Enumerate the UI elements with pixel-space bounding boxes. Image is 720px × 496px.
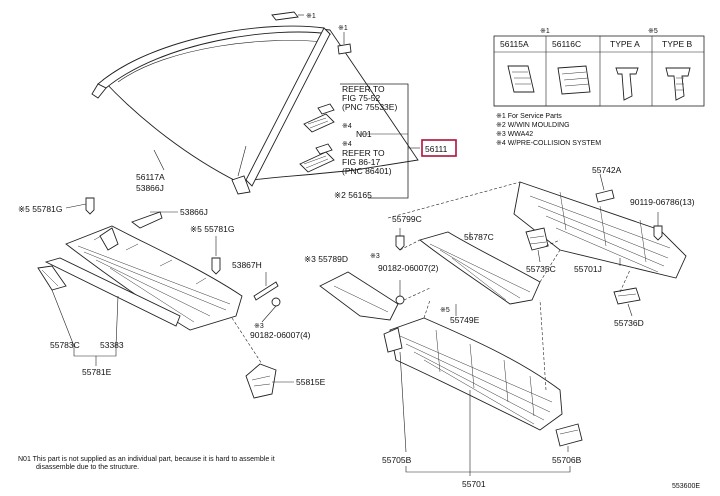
clip-part-top — [271, 11, 352, 55]
cowl-clip-right — [211, 236, 221, 275]
cowl-grommet-center — [395, 280, 405, 305]
cowl-bracket-lower — [245, 363, 294, 399]
note-1: ※1 For Service Parts — [496, 113, 562, 120]
label-55736D[interactable]: 55736D — [614, 318, 644, 328]
windshield-moulding — [91, 25, 332, 195]
callout-c1: ※1 — [306, 13, 316, 20]
callout-c3a: ※3 55789D — [304, 254, 348, 264]
footnote-line1: N01 This part is not supplied as an indi… — [18, 456, 275, 463]
dash-bracket-left — [525, 227, 549, 251]
label-55815E[interactable]: 55815E — [296, 377, 326, 387]
callout-c2: ※2 56165 — [334, 190, 372, 200]
label-55781E[interactable]: 55781E — [82, 367, 112, 377]
callout-c4a: ※4 — [342, 123, 352, 130]
label-56117A[interactable]: 56117A — [136, 172, 165, 182]
dash-panel-main — [383, 317, 563, 431]
callout-c5b: ※5 55781G — [190, 224, 234, 234]
part-56111-highlight — [421, 139, 457, 157]
label-55701[interactable]: 55701 — [462, 479, 486, 489]
dash-panel-small-part — [595, 189, 615, 203]
label-56111[interactable]: 56111 — [425, 144, 448, 154]
ref2-line3: (PNC 86401) — [342, 166, 392, 176]
label-90119[interactable]: 90119-06786(13) — [630, 197, 695, 207]
callout-c5a: ※5 55781G — [18, 204, 62, 214]
label-N01: N01 — [356, 129, 372, 139]
sensor-bracket-upper — [303, 103, 335, 133]
dash-corner-bracket — [555, 423, 583, 447]
footnote-line2: disassemble due to the structure. — [36, 464, 139, 471]
callout-c3b: ※3 — [254, 323, 264, 330]
label-55701J[interactable]: 55701J — [574, 264, 602, 274]
cowl-seal-strip — [37, 257, 181, 327]
label-53866J[interactable]: 53866J — [180, 207, 208, 217]
cowl-grommet — [261, 297, 281, 323]
label-55749E[interactable]: 55749E — [450, 315, 480, 325]
label-55799C[interactable]: 55799C — [392, 214, 422, 224]
label-55742A[interactable]: 55742A — [592, 165, 622, 175]
label-53867H[interactable]: 53867H — [232, 260, 262, 270]
callout-c3c: ※3 — [370, 253, 380, 260]
cowl-side-bracket — [319, 271, 399, 321]
cowl-small-strip — [253, 272, 279, 301]
inset-col-type-a: TYPE A — [610, 39, 640, 49]
cowl-top-ventilator-louver — [419, 231, 541, 305]
label-53866J-top[interactable]: 53866J — [136, 183, 164, 193]
service-parts-inset — [493, 35, 705, 107]
ref1-line1: REFER TO — [342, 84, 385, 94]
label-90182-b[interactable]: 90182-06007(2) — [378, 263, 439, 273]
note-2: ※2 W/WIN MOULDING — [496, 122, 570, 129]
label-90182-a[interactable]: 90182-06007(4) — [250, 330, 311, 340]
ref2-line1: REFER TO — [342, 148, 385, 158]
callout-c5c: ※5 — [440, 307, 450, 314]
label-55706B[interactable]: 55706B — [552, 455, 582, 465]
inset-c1-header: ※1 — [540, 28, 550, 35]
label-53383[interactable]: 53383 — [100, 340, 124, 350]
inset-col-56116C[interactable]: 56116C — [552, 39, 581, 49]
label-55787C[interactable]: 55787C — [464, 232, 494, 242]
inset-c5-header: ※5 — [648, 28, 658, 35]
label-55705B[interactable]: 55705B — [382, 455, 412, 465]
ref1-line2: FIG 75-52 — [342, 93, 381, 103]
dash-bracket-right — [613, 287, 641, 305]
inset-col-type-b: TYPE B — [662, 39, 693, 49]
inset-col-56115A[interactable]: 56115A — [500, 39, 529, 49]
label-55783C[interactable]: 55783C — [50, 340, 80, 350]
label-55735C[interactable]: 55735C — [526, 264, 556, 274]
ref1-line3: (PNC 75533E) — [342, 102, 397, 112]
ref2-line2: FIG 86-17 — [342, 157, 381, 167]
cowl-clip-left — [65, 197, 95, 215]
diagram-id: 553600E — [672, 483, 700, 490]
note-3: ※3 WWA42 — [496, 131, 533, 138]
callout-c1b: ※1 — [338, 25, 348, 32]
note-4: ※4 W/PRE-COLLISION SYSTEM — [496, 140, 601, 147]
sensor-bracket-lower — [299, 143, 335, 173]
cowl-small-bracket — [131, 211, 178, 229]
callout-c4b: ※4 — [342, 141, 352, 148]
dash-clip — [653, 212, 663, 241]
cowl-clip-center — [395, 228, 405, 251]
cowl-panel-left — [65, 225, 243, 331]
